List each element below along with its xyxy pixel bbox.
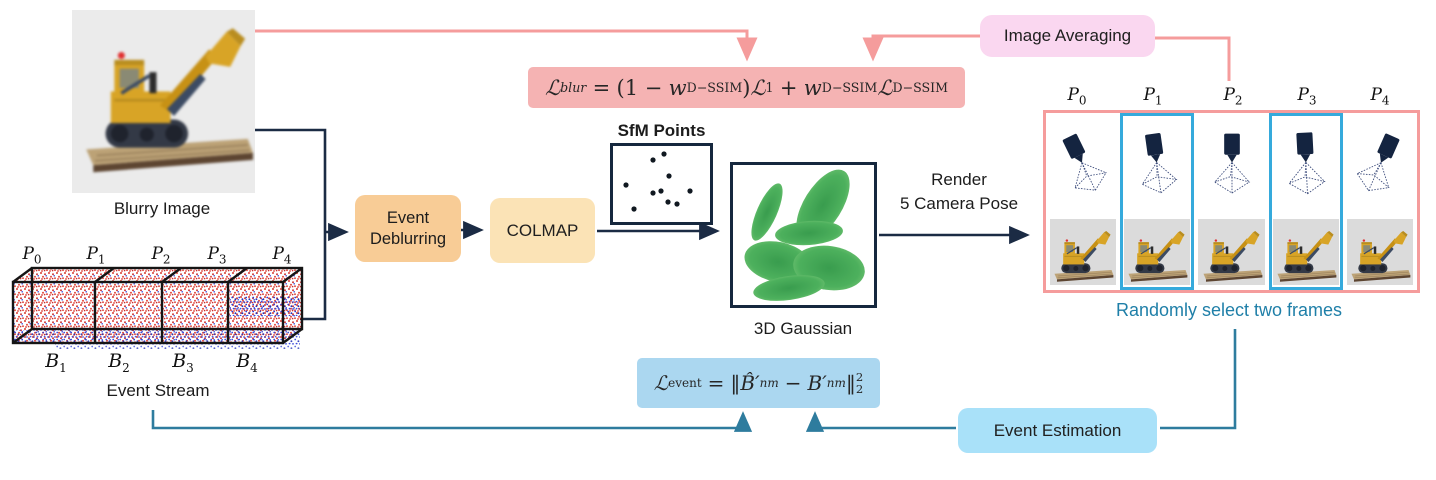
panel-pose-label-3: P3 (1297, 85, 1317, 108)
event-stream-label: Event Stream (106, 381, 210, 400)
event-dots-field (13, 268, 302, 344)
pose-column-0 (1046, 113, 1120, 290)
stream-pose-label-1: P1 (86, 244, 106, 267)
panel-pose-label-1: P1 (1143, 85, 1163, 108)
rendered-frames-panel (1043, 110, 1420, 293)
gaussian-ellipses (744, 169, 865, 301)
event-deblurring-box: Event Deblurring (355, 195, 461, 262)
event-dots-b4-band (230, 296, 300, 316)
event-estimation-box: Event Estimation (958, 408, 1157, 453)
camera-icon (1346, 117, 1414, 219)
rendered-frame-image (1124, 219, 1191, 285)
wire-blurry-to-blurloss (255, 29, 758, 62)
stream-bin-label-4: B4 (236, 350, 258, 375)
stream-bin-label-2: B2 (108, 350, 130, 375)
stream-bin-label-3: B3 (172, 350, 194, 375)
pose-column-2 (1194, 113, 1268, 290)
event-cuboid-wireframe (11, 266, 304, 345)
colmap-box: COLMAP (490, 198, 595, 263)
gaussian-box (730, 162, 877, 308)
blurry-image-label: Blurry Image (113, 199, 211, 218)
rendered-frame-image (1198, 219, 1265, 285)
render-caption: Render 5 Camera Pose (899, 170, 1019, 213)
rendered-frame-image (1346, 219, 1414, 285)
stream-pose-label-0: P0 (22, 244, 42, 267)
stream-bin-label-1: B1 (45, 350, 67, 375)
panel-pose-label-4: P4 (1370, 85, 1390, 108)
sfm-dots (623, 151, 693, 212)
wire-panel-to-estimation (1160, 329, 1237, 430)
pose-column-1-selected (1120, 113, 1195, 290)
wire-inputs-merge (255, 128, 327, 321)
pose-column-3-selected (1268, 113, 1343, 290)
rendered-frame-image (1050, 219, 1117, 285)
wire-averaging-to-panel (1155, 36, 1231, 81)
blurry-image (72, 10, 255, 193)
event-stream-visual (11, 266, 304, 349)
panel-pose-label-0: P0 (1067, 85, 1087, 108)
stream-pose-label-2: P2 (151, 244, 171, 267)
camera-icon (1124, 117, 1191, 219)
rendered-frame-image (1272, 219, 1339, 285)
wire-estimation-to-eventloss (805, 411, 956, 432)
event-dots-overflow (55, 343, 300, 349)
wire-averaging-to-blurloss (862, 34, 980, 62)
stream-pose-label-4: P4 (272, 244, 292, 267)
sfm-points-box (610, 143, 713, 225)
gaussian-label: 3D Gaussian (753, 319, 853, 338)
image-averaging-box: Image Averaging (980, 15, 1155, 57)
camera-icon (1272, 117, 1339, 219)
stream-pose-label-3: P3 (207, 244, 227, 267)
camera-icon (1050, 117, 1117, 219)
sfm-points-label: SfM Points (617, 121, 706, 140)
randomly-select-caption: Randomly select two frames (1115, 300, 1343, 320)
panel-pose-label-2: P2 (1223, 85, 1243, 108)
bulldozer-image (84, 26, 255, 174)
wire-stream-to-eventloss (151, 410, 753, 432)
camera-icon (1198, 117, 1265, 219)
pose-column-4 (1343, 113, 1417, 290)
